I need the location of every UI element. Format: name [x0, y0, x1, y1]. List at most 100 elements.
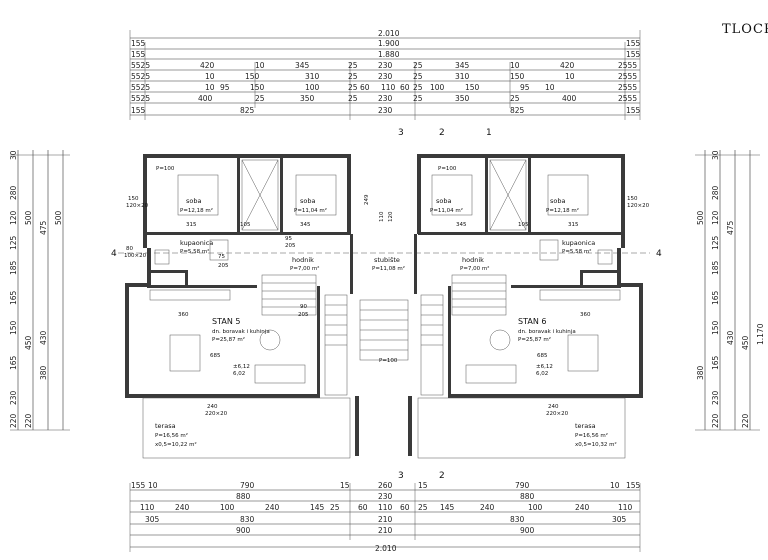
svg-text:430: 430: [39, 330, 48, 345]
room-area-reduced: x0,5=10,32 m²: [575, 441, 617, 448]
opening-labels: 150 120×20 P=100 150 120×20 80 100×20 24…: [124, 166, 650, 417]
unit-labels: STAN 5 dn. boravak i kuhinja P=25,87 m² …: [212, 317, 576, 377]
room-name: terasa: [575, 422, 596, 430]
room-area: P=16,56 m²: [155, 432, 188, 439]
svg-text:315: 315: [568, 222, 579, 228]
svg-text:110: 110: [379, 211, 385, 222]
room-name: soba: [300, 197, 315, 205]
room-area: P=12,18 m²: [180, 207, 213, 214]
svg-text:2555: 2555: [618, 83, 637, 92]
svg-text:450: 450: [741, 335, 750, 350]
svg-text:25: 25: [413, 61, 423, 70]
svg-text:155: 155: [626, 39, 641, 48]
svg-text:125: 125: [9, 235, 18, 250]
svg-text:380: 380: [39, 365, 48, 380]
room-area: P=5,58 m²: [562, 248, 591, 255]
svg-text:420: 420: [200, 61, 215, 70]
unit-area: P=25,87 m²: [212, 336, 245, 343]
svg-text:880: 880: [236, 492, 251, 501]
svg-text:220: 220: [711, 413, 720, 428]
svg-text:5525: 5525: [131, 94, 150, 103]
svg-text:825: 825: [240, 106, 255, 115]
svg-text:155: 155: [131, 39, 146, 48]
unit-area: P=25,87 m²: [518, 336, 551, 343]
svg-text:185: 185: [9, 260, 18, 275]
svg-text:110: 110: [381, 83, 396, 92]
svg-text:220: 220: [741, 413, 750, 428]
svg-text:475: 475: [726, 220, 735, 235]
bottom-dimension-chains: 155 10 790 15 260 15 790 10 155 880 230 …: [129, 481, 641, 553]
svg-text:900: 900: [236, 526, 251, 535]
svg-text:4: 4: [111, 249, 117, 259]
unit-name: STAN 6: [518, 317, 546, 326]
room-area: P=11,04 m²: [430, 207, 463, 214]
svg-text:145: 145: [440, 503, 455, 512]
svg-text:150: 150: [465, 83, 480, 92]
svg-text:345: 345: [456, 222, 467, 228]
svg-text:105: 105: [518, 222, 529, 228]
svg-text:240: 240: [480, 503, 495, 512]
unit-level: ±6,12: [536, 364, 553, 370]
svg-text:120×20: 120×20: [627, 203, 650, 209]
svg-text:95: 95: [285, 236, 292, 242]
unit-level: ±6,12: [233, 364, 250, 370]
room-name: soba: [550, 197, 565, 205]
svg-text:110: 110: [618, 503, 633, 512]
svg-text:430: 430: [726, 330, 735, 345]
unit-sub: dn. boravak i kuhinja: [212, 329, 270, 335]
svg-text:350: 350: [455, 94, 470, 103]
svg-text:310: 310: [455, 72, 470, 81]
svg-text:305: 305: [145, 515, 160, 524]
svg-text:280: 280: [711, 185, 720, 200]
svg-text:360: 360: [178, 312, 189, 318]
svg-text:4: 4: [656, 249, 662, 259]
svg-text:230: 230: [378, 72, 393, 81]
svg-text:25: 25: [348, 61, 358, 70]
svg-text:240: 240: [207, 404, 218, 410]
svg-text:305: 305: [612, 515, 627, 524]
svg-text:500: 500: [696, 210, 705, 225]
unit-level2: 6,02: [536, 371, 548, 377]
svg-text:240: 240: [175, 503, 190, 512]
svg-text:150: 150: [9, 320, 18, 335]
svg-text:450: 450: [24, 335, 33, 350]
room-name: stubište: [374, 256, 400, 264]
svg-text:240: 240: [575, 503, 590, 512]
svg-text:25: 25: [330, 503, 340, 512]
svg-text:350: 350: [300, 94, 315, 103]
svg-text:2: 2: [439, 128, 445, 138]
unit-sub: dn. boravak i kuhinja: [518, 329, 576, 335]
svg-text:500: 500: [24, 210, 33, 225]
svg-text:125: 125: [711, 235, 720, 250]
svg-text:150: 150: [128, 196, 139, 202]
svg-text:500: 500: [54, 210, 63, 225]
svg-text:150: 150: [711, 320, 720, 335]
svg-text:155: 155: [131, 106, 146, 115]
svg-text:80: 80: [126, 246, 133, 252]
svg-text:230: 230: [378, 106, 393, 115]
svg-text:25: 25: [348, 83, 358, 92]
svg-text:230: 230: [9, 390, 18, 405]
svg-text:100: 100: [430, 83, 445, 92]
svg-text:100: 100: [305, 83, 320, 92]
drawing-title: TLOCR: [722, 22, 768, 37]
svg-text:150: 150: [245, 72, 260, 81]
svg-text:25: 25: [348, 72, 358, 81]
svg-text:30: 30: [9, 150, 18, 160]
svg-text:P=100: P=100: [156, 166, 175, 172]
stair-and-fixture-lines: [142, 159, 626, 459]
svg-text:95: 95: [520, 83, 530, 92]
svg-text:2.010: 2.010: [375, 544, 397, 553]
room-area: P=11,04 m²: [294, 207, 327, 214]
room-area: P=16,56 m²: [575, 432, 608, 439]
dim-top-total: 2.010: [378, 29, 400, 38]
svg-text:25: 25: [413, 94, 423, 103]
svg-text:1.880: 1.880: [378, 50, 400, 59]
svg-text:150: 150: [627, 196, 638, 202]
room-name: terasa: [155, 422, 176, 430]
room-area: P=7,00 m²: [460, 265, 489, 272]
svg-text:1: 1: [486, 128, 492, 138]
svg-text:310: 310: [305, 72, 320, 81]
svg-text:25: 25: [510, 94, 520, 103]
svg-text:345: 345: [300, 222, 311, 228]
